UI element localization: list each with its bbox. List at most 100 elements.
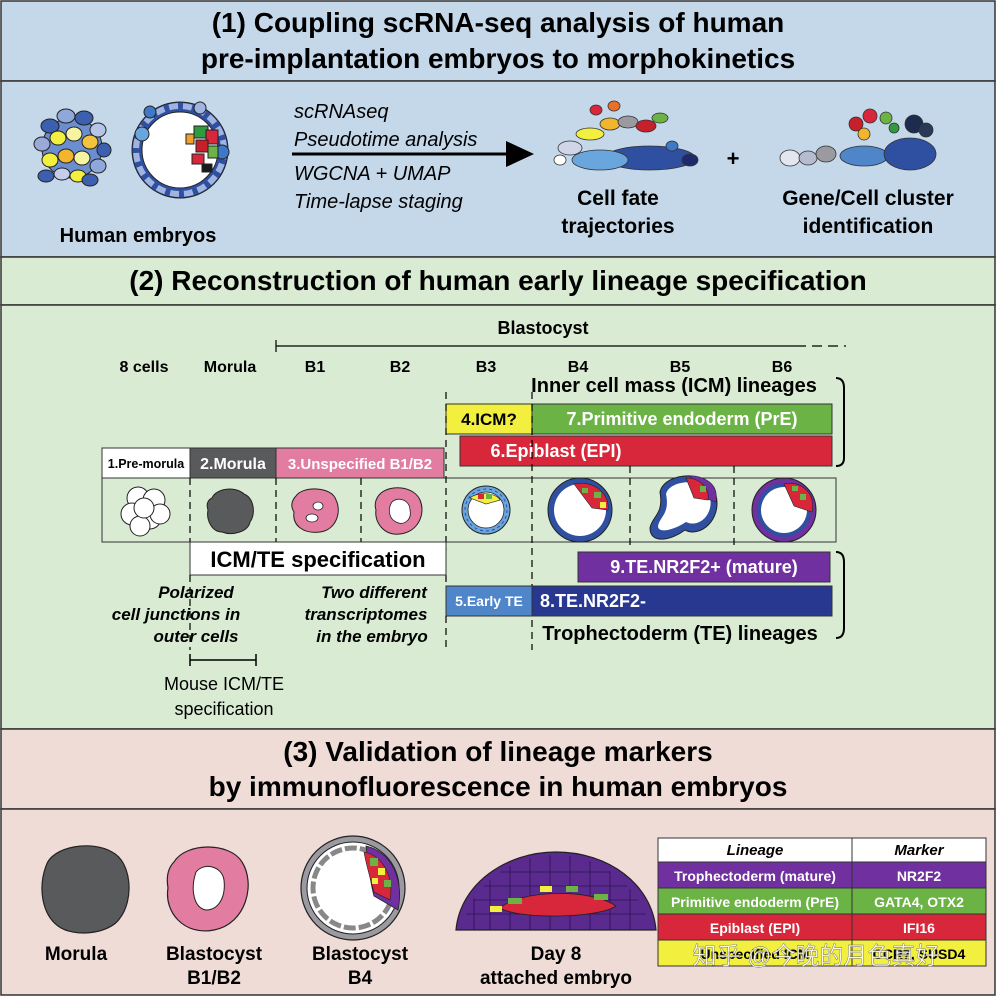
bar-te-nr2f2-pos-label: 9.TE.NR2F2+ (mature) xyxy=(610,557,798,577)
if-b4-label-line1: Blastocyst xyxy=(312,944,409,965)
bar-pre-morula-label: 1.Pre-morula xyxy=(108,457,185,471)
embryo-b1-icon xyxy=(291,488,339,533)
icm-te-specification-label: ICM/TE specification xyxy=(210,547,425,572)
two-different-line1: Two different xyxy=(321,583,428,602)
section-3-header-band xyxy=(0,728,996,810)
table-header-marker: Marker xyxy=(894,842,944,859)
stage-b3: B3 xyxy=(476,359,497,376)
embryo-b3-icon xyxy=(461,485,511,535)
if-blastocyst-b4-icon xyxy=(300,835,406,941)
bar-te-nr2f2-neg-label: 8.TE.NR2F2- xyxy=(540,591,646,611)
polarized-line2: cell junctions in xyxy=(112,605,240,624)
human-embryo-blastocyst-icon xyxy=(131,101,230,199)
cell-fate-trajectory-scatter-icon xyxy=(553,100,699,171)
bar-primitive-endoderm xyxy=(531,403,833,435)
if-blastocyst-b12-icon xyxy=(166,846,249,932)
method-time-lapse: Time-lapse staging xyxy=(294,191,463,213)
if-day8-attached-embryo-icon xyxy=(455,851,657,931)
method-arrow-head-icon xyxy=(506,141,534,167)
icm-te-specification-box xyxy=(189,541,447,576)
table-row-1-marker-cell xyxy=(851,861,987,889)
bar-te-nr2f2-pos xyxy=(577,551,831,583)
table-row-1-lineage-cell xyxy=(657,861,853,889)
table-row-2-marker: GATA4, OTX2 xyxy=(874,894,964,910)
embryo-b2-icon xyxy=(374,487,423,535)
table-row-4-lineage-cell xyxy=(657,939,853,967)
section-1-title-line1: (1) Coupling scRNA-seq analysis of human xyxy=(212,7,785,38)
stage-b4: B4 xyxy=(568,359,589,376)
table-row-4-marker: CCR7, SUSD4 xyxy=(873,946,966,962)
cell-fate-label-line2: trajectories xyxy=(561,215,674,238)
section-1-header-band xyxy=(0,0,996,82)
embryo-strip xyxy=(101,477,837,543)
embryo-b5-icon xyxy=(649,475,718,540)
human-embryo-morula-cells-icon xyxy=(33,108,112,187)
table-row-2-marker-cell xyxy=(851,887,987,915)
gene-cell-cluster-scatter-icon xyxy=(779,108,937,171)
section-3-title-line2: by immunofluorescence in human embryos xyxy=(209,771,788,802)
table-row-1-marker: NR2F2 xyxy=(897,868,942,884)
if-b12-label-line1: Blastocyst xyxy=(166,944,263,965)
section-3-title-line1: (3) Validation of lineage markers xyxy=(283,736,712,767)
stage-morula: Morula xyxy=(204,359,257,376)
if-day8-label-line1: Day 8 xyxy=(531,944,582,965)
method-scrnaseq: scRNAseq xyxy=(294,101,388,123)
mouse-line2: specification xyxy=(174,699,273,719)
spec-dividers xyxy=(189,575,447,650)
two-different-line3: in the embryo xyxy=(316,627,427,646)
table-header-lineage: Lineage xyxy=(727,842,784,859)
if-morula-label: Morula xyxy=(45,944,108,965)
bar-morula xyxy=(189,447,277,479)
bar-unspecified xyxy=(275,447,445,479)
if-b12-label-line2: B1/B2 xyxy=(187,968,241,989)
if-b4-label-line2: B4 xyxy=(348,968,373,989)
table-header-lineage-cell xyxy=(657,837,853,863)
te-lineages-label: Trophectoderm (TE) lineages xyxy=(542,623,818,645)
blastocyst-range-label: Blastocyst xyxy=(497,318,588,338)
bar-te-nr2f2-neg xyxy=(531,585,833,617)
cell-fate-label-line1: Cell fate xyxy=(577,187,659,210)
bar-icm-label: 4.ICM? xyxy=(461,410,517,429)
embryo-b4-icon xyxy=(547,477,613,543)
bar-pre-label: 7.Primitive endoderm (PrE) xyxy=(566,409,797,429)
table-row-3-marker-cell xyxy=(851,913,987,941)
stage-8-cells: 8 cells xyxy=(120,359,169,376)
method-pseudotime: Pseudotime analysis xyxy=(294,129,477,151)
watermark-text: 知乎 @今晚的月色真好 xyxy=(692,943,939,970)
table-row-3-marker: IFI16 xyxy=(903,920,935,936)
bar-unspecified-label: 3.Unspecified B1/B2 xyxy=(288,456,432,473)
section-2-header-band xyxy=(0,256,996,306)
icm-lineages-label: Inner cell mass (ICM) lineages xyxy=(531,375,817,397)
table-row-2-lineage: Primitive endoderm (PrE) xyxy=(671,894,839,910)
if-morula-icon xyxy=(41,845,130,934)
table-row-4-marker-cell xyxy=(851,939,987,967)
section-2: (2) Reconstruction of human early lineag… xyxy=(0,256,996,730)
stage-b1: B1 xyxy=(305,359,326,376)
table-row-3-lineage-cell xyxy=(657,913,853,941)
bar-pre-morula xyxy=(101,447,191,479)
section-2-title: (2) Reconstruction of human early lineag… xyxy=(129,265,867,296)
table-row-3-lineage: Epiblast (EPI) xyxy=(710,920,800,936)
bar-epiblast xyxy=(459,435,833,467)
embryo-morula-icon xyxy=(206,488,254,535)
section-1: (1) Coupling scRNA-seq analysis of human… xyxy=(0,0,996,258)
polarized-line3: outer cells xyxy=(153,627,238,646)
te-lineages-brace xyxy=(835,551,845,639)
bar-morula-label: 2.Morula xyxy=(200,456,266,473)
table-row-4-lineage: Unspecified ICM xyxy=(701,946,810,962)
stage-dividers xyxy=(189,392,735,650)
bar-epi-label: 6.Epiblast (EPI) xyxy=(490,441,621,461)
stage-b6: B6 xyxy=(772,359,793,376)
cluster-label-line2: identification xyxy=(803,215,934,238)
bar-early-te xyxy=(445,585,533,617)
table-row-1-lineage: Trophectoderm (mature) xyxy=(674,868,836,884)
cluster-label-line1: Gene/Cell cluster xyxy=(782,187,954,210)
embryo-8-cell-icon xyxy=(120,486,171,537)
two-different-line2: transcriptomes xyxy=(305,605,428,624)
section-3: (3) Validation of lineage markers by imm… xyxy=(0,728,996,996)
stage-b5: B5 xyxy=(670,359,691,376)
stage-b2: B2 xyxy=(390,359,411,376)
method-wgcna-umap: WGCNA + UMAP xyxy=(294,163,451,185)
